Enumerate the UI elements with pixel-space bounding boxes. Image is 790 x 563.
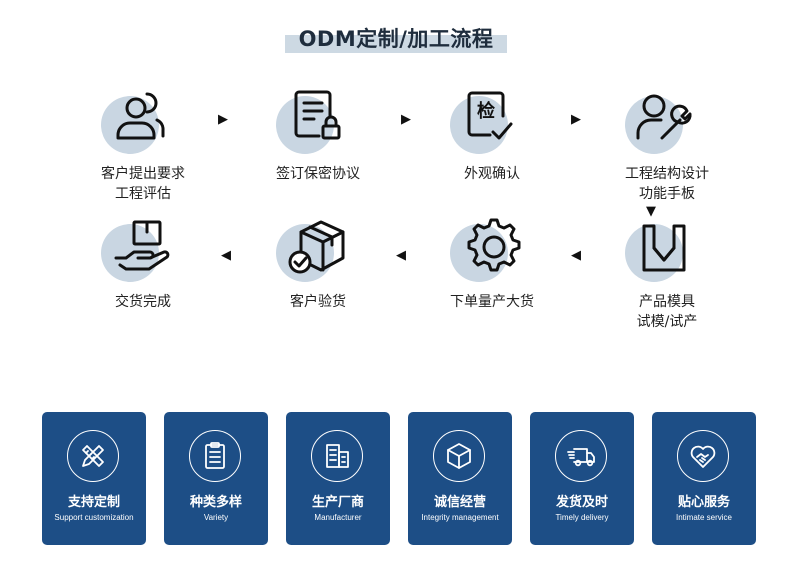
feature-title: 种类多样 <box>189 495 242 510</box>
step-label: 工程结构设计功能手板 <box>625 166 709 202</box>
feature-subtitle: Manufacturer <box>314 513 362 522</box>
page-title-block: ODM定制/加工流程 <box>285 20 507 54</box>
cube-icon <box>433 430 485 482</box>
arrow-right: ▶ <box>218 112 228 127</box>
users-icon <box>98 86 178 156</box>
feature-subtitle: Support customization <box>54 513 134 522</box>
feature-title: 生产厂商 <box>311 495 364 510</box>
arrow-down: ▼ <box>646 204 656 219</box>
feature-subtitle: Integrity management <box>421 513 499 522</box>
feature-title: 诚信经营 <box>433 495 486 510</box>
pencil-ruler-icon <box>67 430 119 482</box>
step-label: 交货完成 <box>115 294 171 310</box>
feature-card-delivery: 发货及时 Timely delivery <box>530 412 634 545</box>
step-label: 下单量产大货 <box>450 294 534 310</box>
feature-title: 贴心服务 <box>677 495 730 510</box>
page-title: ODM定制/加工流程 <box>298 27 494 51</box>
engineer-wrench-icon <box>622 86 702 156</box>
feature-subtitle: Timely delivery <box>555 513 609 522</box>
step-label: 客户验货 <box>290 294 346 310</box>
feature-card-manufacturer: 生产厂商 Manufacturer <box>286 412 390 545</box>
feature-title: 支持定制 <box>67 495 120 510</box>
arrow-right: ▶ <box>571 112 581 127</box>
feature-card-variety: 种类多样 Variety <box>164 412 268 545</box>
handshake-heart-icon <box>677 430 729 482</box>
title-highlight-bar <box>285 35 507 53</box>
factory-building-icon <box>311 430 363 482</box>
arrow-left: ◀ <box>396 248 406 263</box>
feature-card-integrity: 诚信经营 Integrity management <box>408 412 512 545</box>
hand-box-icon <box>98 214 178 284</box>
mold-icon <box>622 214 702 284</box>
arrow-left: ◀ <box>221 248 231 263</box>
contract-lock-icon <box>273 86 353 156</box>
step-label: 客户提出要求工程评估 <box>101 166 185 202</box>
feature-subtitle: Intimate service <box>675 513 733 522</box>
box-check-icon <box>273 214 353 284</box>
arrow-right: ▶ <box>401 112 411 127</box>
arrow-left: ◀ <box>571 248 581 263</box>
feature-subtitle: Variety <box>203 513 229 522</box>
feature-title: 发货及时 <box>555 495 608 510</box>
clipboard-list-icon <box>189 430 241 482</box>
step-label: 外观确认 <box>464 166 520 182</box>
feature-card-service: 贴心服务 Intimate service <box>652 412 756 545</box>
step-label: 产品模具试模/试产 <box>636 294 698 330</box>
delivery-truck-icon <box>555 430 607 482</box>
svg-text:检: 检 <box>477 100 495 122</box>
step-label: 签订保密协议 <box>276 166 360 182</box>
gear-icon <box>447 214 527 284</box>
feature-card-customization: 支持定制 Support customization <box>42 412 146 545</box>
inspection-check-icon: 检 <box>447 86 527 156</box>
